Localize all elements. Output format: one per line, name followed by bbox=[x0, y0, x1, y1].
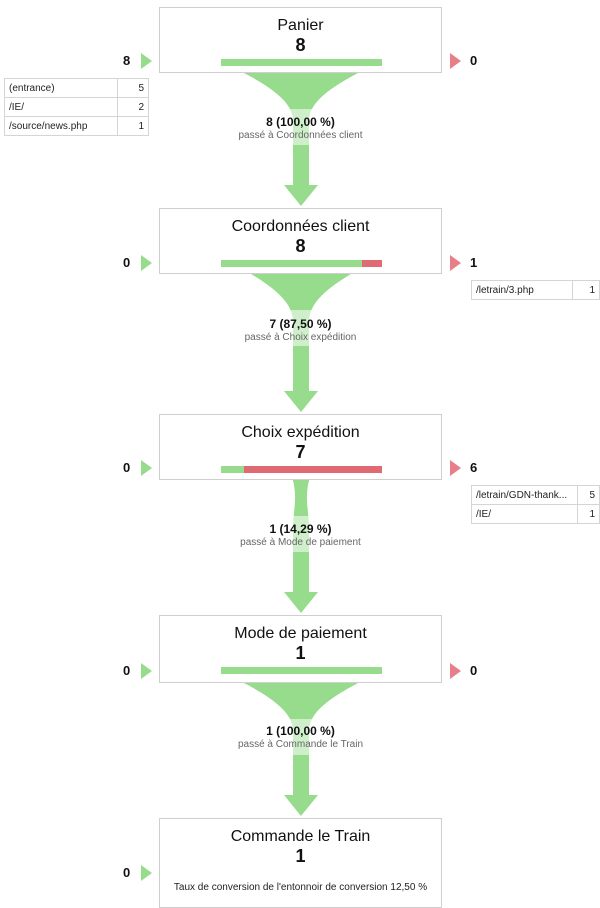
stage-title: Panier bbox=[277, 17, 324, 34]
entry-arrow-icon bbox=[141, 865, 152, 881]
stage-count: 8 bbox=[295, 236, 306, 256]
stage-progress-bar bbox=[221, 260, 382, 267]
exits-count: 6 bbox=[470, 460, 478, 475]
transition-value: 1 (100,00 %) bbox=[266, 724, 335, 738]
transition-text: passé à Mode de paiement bbox=[240, 537, 361, 548]
transition-label-backdrop bbox=[220, 310, 382, 346]
continue-segment bbox=[221, 466, 244, 473]
conversion-rate-note: Taux de conversion de l'entonnoir de con… bbox=[173, 882, 428, 893]
transition-value: 8 (100,00 %) bbox=[266, 115, 335, 129]
source-count: 1 bbox=[117, 116, 149, 136]
continue-segment bbox=[221, 667, 382, 674]
entries-count: 0 bbox=[123, 663, 131, 678]
transition-value: 1 (14,29 %) bbox=[269, 522, 332, 536]
stage-count: 7 bbox=[295, 442, 306, 462]
exit-arrow-icon[interactable] bbox=[450, 53, 461, 69]
exit-page-count: 1 bbox=[576, 504, 600, 524]
funnel-stage-commande-le-train: Commande le Train 1 Taux de conversion d… bbox=[159, 818, 442, 908]
exit-arrow-icon[interactable] bbox=[450, 460, 461, 476]
exit-segment bbox=[361, 260, 382, 267]
funnel-stage-panier: Panier 8 bbox=[159, 7, 442, 73]
entries-count: 8 bbox=[123, 53, 131, 68]
exit-page-count: 5 bbox=[576, 485, 600, 505]
transition-label: 8 (100,00 %) passé à Coordonnées client bbox=[159, 115, 442, 141]
stage-count: 8 bbox=[295, 35, 306, 55]
exit-page-count: 1 bbox=[572, 280, 600, 300]
table-row[interactable]: (entrance)5 bbox=[4, 78, 149, 98]
exits-count: 1 bbox=[470, 255, 478, 270]
transition-label: 1 (100,00 %) passé à Commande le Train bbox=[159, 724, 442, 750]
exit-pages-table: /letrain/GDN-thank...5 /IE/1 bbox=[471, 485, 600, 524]
source-name: /IE/ bbox=[4, 97, 118, 117]
source-count: 5 bbox=[117, 78, 149, 98]
funnel-stage-mode-de-paiement: Mode de paiement 1 bbox=[159, 615, 442, 683]
stage-count: 1 bbox=[295, 643, 306, 663]
stage-progress-bar bbox=[221, 466, 382, 473]
funnel-stage-coordonnees-client: Coordonnées client 8 bbox=[159, 208, 442, 274]
transition-label-backdrop bbox=[220, 109, 382, 145]
transition-text: passé à Commande le Train bbox=[237, 739, 364, 750]
entry-arrow-icon bbox=[141, 255, 152, 271]
entries-count: 0 bbox=[123, 255, 131, 270]
entry-arrow-icon bbox=[141, 460, 152, 476]
stage-progress-bar bbox=[221, 59, 382, 66]
transition-label: 7 (87,50 %) passé à Choix expédition bbox=[159, 317, 442, 343]
entries-count: 0 bbox=[123, 460, 131, 475]
stage-title: Commande le Train bbox=[230, 828, 371, 845]
transition-label-backdrop bbox=[220, 719, 382, 755]
stage-count: 1 bbox=[295, 846, 306, 866]
transition-label-backdrop bbox=[220, 516, 382, 552]
continue-segment bbox=[221, 59, 382, 66]
transition-label: 1 (14,29 %) passé à Mode de paiement bbox=[159, 522, 442, 548]
continue-segment bbox=[221, 260, 362, 267]
transition-value: 7 (87,50 %) bbox=[269, 317, 332, 331]
table-row[interactable]: /letrain/GDN-thank...5 bbox=[471, 485, 600, 505]
exit-arrow-icon[interactable] bbox=[450, 255, 461, 271]
table-row[interactable]: /IE/1 bbox=[471, 504, 600, 524]
stage-title: Choix expédition bbox=[241, 424, 360, 441]
entry-arrow-icon bbox=[141, 53, 152, 69]
exit-segment bbox=[244, 466, 382, 473]
transition-text: passé à Coordonnées client bbox=[238, 130, 363, 141]
source-name: /source/news.php bbox=[4, 116, 118, 136]
exit-page-name: /letrain/GDN-thank... bbox=[471, 485, 578, 505]
entry-arrow-icon bbox=[141, 663, 152, 679]
exits-count: 0 bbox=[470, 53, 478, 68]
stage-progress-bar bbox=[221, 667, 382, 674]
stage-title: Mode de paiement bbox=[234, 625, 367, 642]
funnel-stage-choix-expedition: Choix expédition 7 bbox=[159, 414, 442, 480]
exits-count: 0 bbox=[470, 663, 478, 678]
exit-page-name: /letrain/3.php bbox=[470, 280, 574, 300]
stage-title: Coordonnées client bbox=[231, 218, 370, 235]
entries-count: 0 bbox=[123, 865, 131, 880]
source-name: (entrance) bbox=[4, 78, 118, 98]
table-row[interactable]: /IE/2 bbox=[4, 97, 149, 117]
transition-text: passé à Choix expédition bbox=[244, 332, 357, 343]
exit-page-name: /IE/ bbox=[471, 504, 578, 524]
source-count: 2 bbox=[117, 97, 149, 117]
exit-arrow-icon[interactable] bbox=[450, 663, 461, 679]
